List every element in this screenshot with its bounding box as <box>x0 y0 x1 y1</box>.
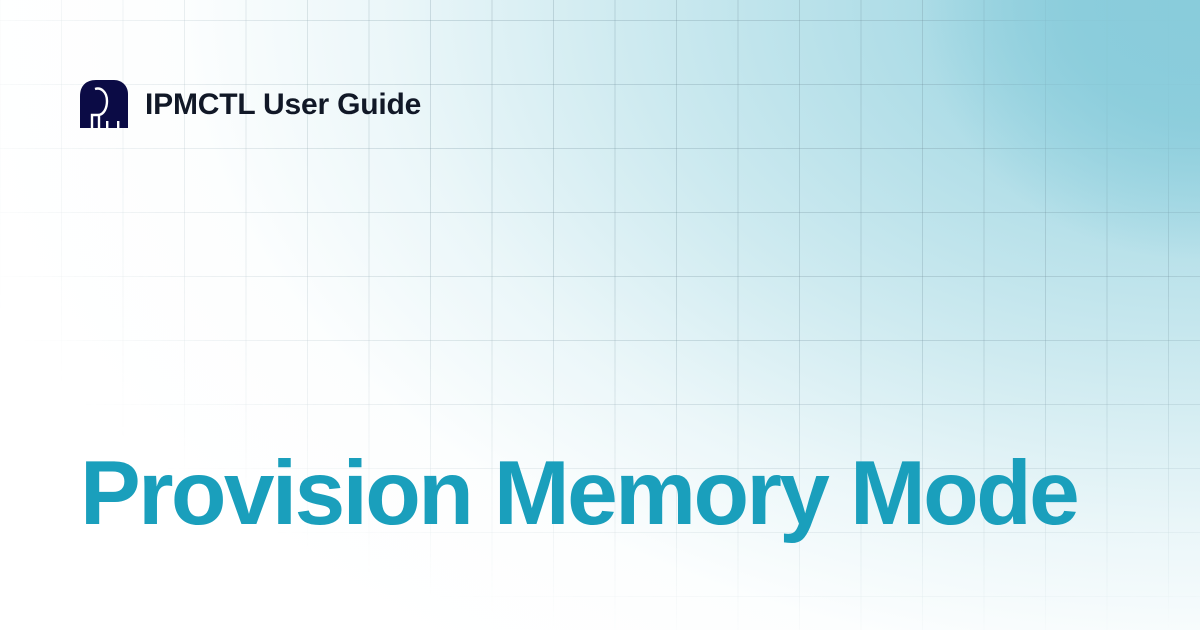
page-title: Provision Memory Mode <box>80 443 1080 544</box>
brand-header: IPMCTL User Guide <box>80 80 421 128</box>
elephant-logo-icon <box>80 80 128 128</box>
guide-title: IPMCTL User Guide <box>145 88 422 121</box>
